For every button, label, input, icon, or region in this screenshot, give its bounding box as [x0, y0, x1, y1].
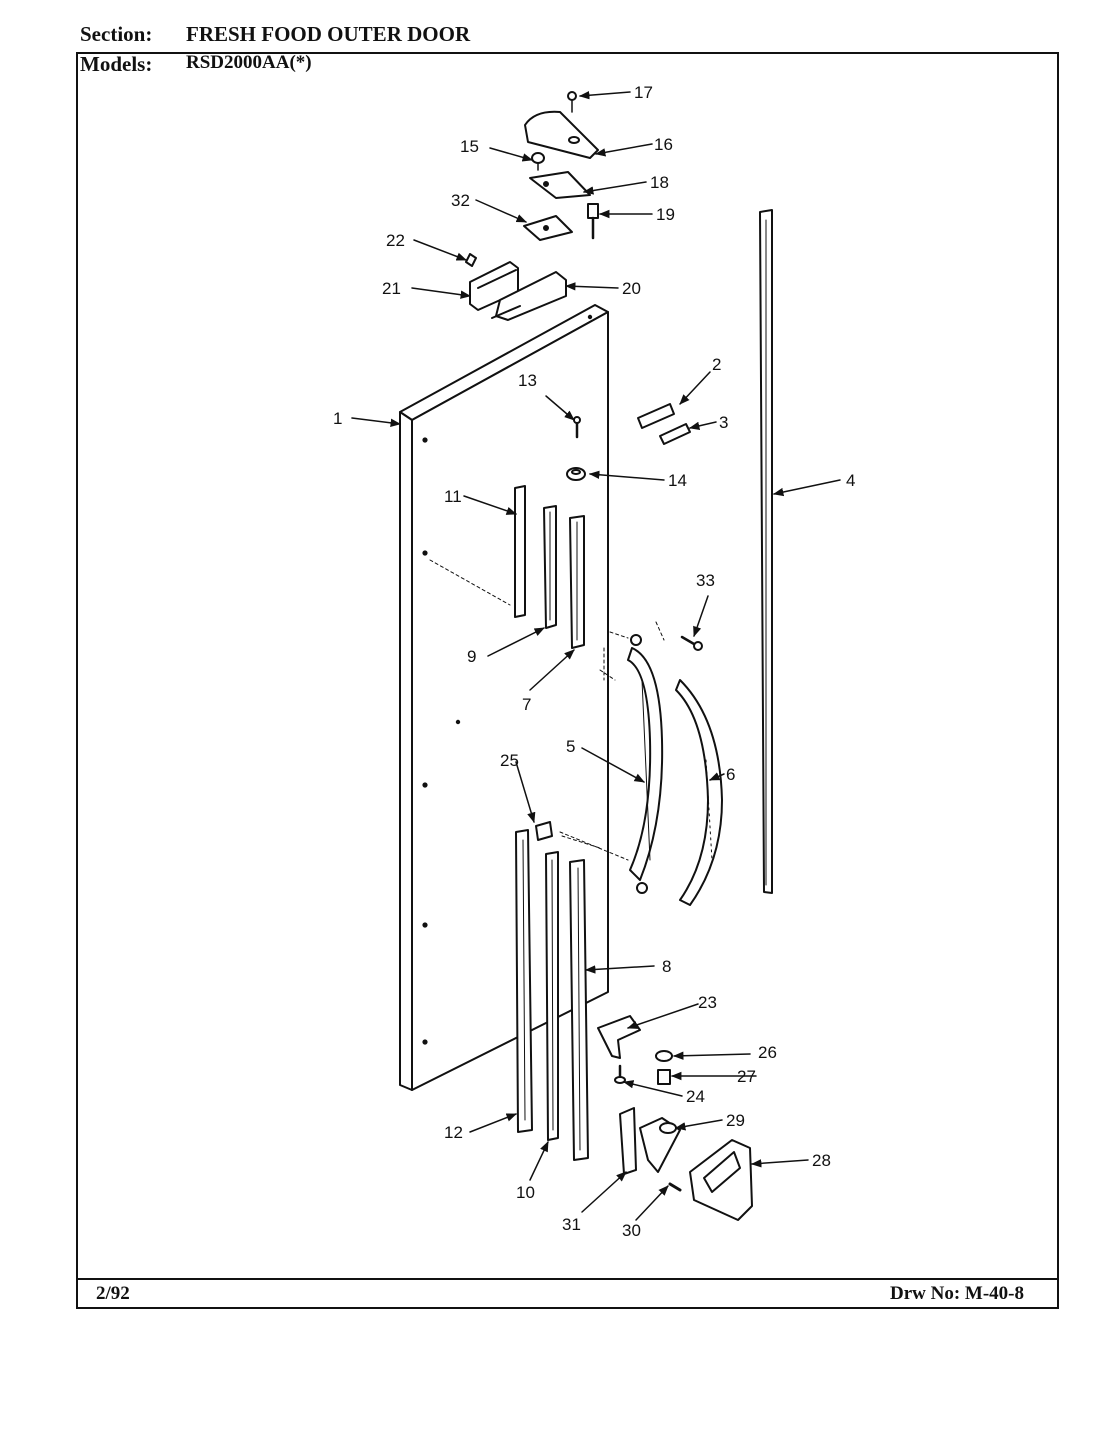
callout-27: 27 [737, 1067, 756, 1086]
callout-5: 5 [566, 737, 575, 756]
drawing-frame [76, 52, 1059, 1309]
upper-hinge-cover [524, 91, 599, 171]
section-label: Section: [80, 22, 153, 46]
small-door-parts [566, 403, 691, 481]
callout-9: 9 [467, 647, 476, 666]
callout-11: 11 [444, 487, 462, 506]
callout-31: 31 [562, 1215, 581, 1234]
door-handle [559, 621, 723, 906]
callout-32: 32 [451, 191, 470, 210]
callout-7: 7 [522, 695, 531, 714]
callout-3: 3 [719, 413, 728, 432]
lower-hinge-assembly [597, 1015, 753, 1221]
callout-24: 24 [686, 1087, 705, 1106]
drawing-number: Drw No: M-40-8 [890, 1283, 1025, 1304]
footer-divider [76, 1278, 1059, 1280]
callout-2: 2 [712, 355, 721, 374]
callout-12: 12 [444, 1123, 463, 1142]
callout-28: 28 [812, 1151, 831, 1170]
callout-8: 8 [662, 957, 671, 976]
callout-23: 23 [698, 993, 717, 1012]
callout-13: 13 [518, 371, 537, 390]
upper-trim-strips [429, 485, 585, 649]
callout-19: 19 [656, 205, 675, 224]
door-gasket-strip [759, 209, 773, 894]
callout-26: 26 [758, 1043, 777, 1062]
callout-1: 1 [333, 409, 342, 428]
section-title: FRESH FOOD OUTER DOOR [186, 22, 471, 46]
model-number: RSD2000AA(*) [186, 52, 312, 73]
callout-21: 21 [382, 279, 401, 298]
callout-29: 29 [726, 1111, 745, 1130]
callout-10: 10 [516, 1183, 535, 1202]
callout-18: 18 [650, 173, 669, 192]
callout-6: 6 [726, 765, 735, 784]
callout-15: 15 [460, 137, 479, 156]
upper-hinge-plate [523, 171, 599, 241]
top-hinge-assembly [465, 253, 567, 321]
lower-trim-strips [515, 821, 601, 1161]
models-label: Models: [80, 52, 153, 76]
callout-25: 25 [500, 751, 519, 770]
callout-14: 14 [668, 471, 687, 490]
callout-20: 20 [622, 279, 641, 298]
drawing-date: 2/92 [96, 1283, 130, 1304]
callout-leaders [351, 91, 841, 1221]
callout-33: 33 [696, 571, 715, 590]
callout-16: 16 [654, 135, 673, 154]
callout-4: 4 [846, 471, 855, 490]
callout-labels: 1 2 3 4 5 6 7 8 9 10 11 12 13 14 15 16 1… [333, 83, 855, 1240]
callout-30: 30 [622, 1221, 641, 1240]
callout-17: 17 [634, 83, 653, 102]
callout-22: 22 [386, 231, 405, 250]
